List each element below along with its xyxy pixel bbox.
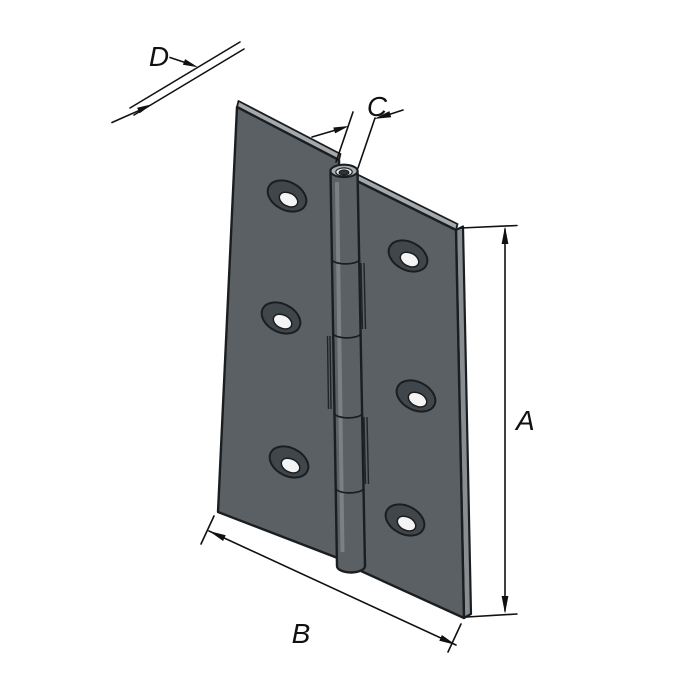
screw-hole xyxy=(268,445,310,479)
screw-hole xyxy=(266,179,308,213)
knuckle-edge-line xyxy=(329,335,332,410)
hinge-body xyxy=(216,100,473,620)
dim-d-face-line-lower xyxy=(133,48,245,116)
dim-c-extension-right xyxy=(357,117,376,169)
dimension-label-b: B xyxy=(292,618,311,649)
screw-hole xyxy=(384,503,426,537)
knuckle-separator xyxy=(330,257,361,265)
left-leaf-front-face xyxy=(216,105,350,564)
hole-opening xyxy=(280,457,301,474)
dimension-d: D xyxy=(111,41,245,124)
knuckle-separator xyxy=(332,331,362,339)
knuckle-separator xyxy=(334,486,365,494)
screw-hole xyxy=(387,239,429,273)
knuckle-edge-line xyxy=(326,335,330,410)
knuckle-edge-line xyxy=(363,416,367,485)
dim-c-leader-left xyxy=(311,129,336,138)
dim-c-extension-left xyxy=(335,111,354,163)
hole-opening xyxy=(407,391,428,408)
knuckle-edge-line xyxy=(360,262,364,330)
dim-d-face-line-upper xyxy=(129,41,241,109)
dim-a-extension-bottom xyxy=(466,613,518,618)
knuckle-separator xyxy=(333,411,363,419)
hole-opening xyxy=(399,251,420,268)
dim-a-arrow-up xyxy=(501,226,509,244)
dimension-label-a: A xyxy=(514,405,535,436)
dimension-b: B xyxy=(200,515,462,653)
dimension-label-c: C xyxy=(367,91,388,122)
hinge-pin-top xyxy=(329,163,359,179)
dim-d-leader-lower xyxy=(111,109,141,124)
knuckle-edge-line xyxy=(366,416,370,485)
dim-b-arrow-left xyxy=(209,531,226,541)
hole-opening xyxy=(396,515,417,532)
dim-a-extension-top xyxy=(460,224,518,229)
screw-holes-left xyxy=(260,179,310,479)
dim-b-arrow-right xyxy=(439,635,456,645)
pin-top-hole xyxy=(338,169,350,176)
dim-c-arrow-right xyxy=(374,111,392,119)
dim-b-extension-right xyxy=(447,623,462,653)
dimension-label-d: D xyxy=(149,41,169,72)
hole-opening xyxy=(278,191,299,208)
dimension-a: A xyxy=(460,224,535,618)
barrel-highlight xyxy=(335,182,345,552)
dim-d-leader-upper xyxy=(169,56,186,64)
screw-hole xyxy=(395,379,437,413)
dim-d-arrow-upper xyxy=(182,59,198,68)
dim-d-arrow-lower xyxy=(137,104,152,114)
hole-opening xyxy=(272,313,293,330)
knuckle-edge-line xyxy=(363,262,367,330)
dim-b-line xyxy=(208,530,457,646)
dim-c-leader-right xyxy=(389,109,404,115)
dim-a-arrow-down xyxy=(501,596,509,614)
dim-b-extension-left xyxy=(200,515,215,545)
dim-c-arrow-left xyxy=(333,126,349,134)
screw-hole xyxy=(260,301,302,335)
dimension-c: C xyxy=(311,91,404,169)
screw-holes-right xyxy=(384,239,437,537)
